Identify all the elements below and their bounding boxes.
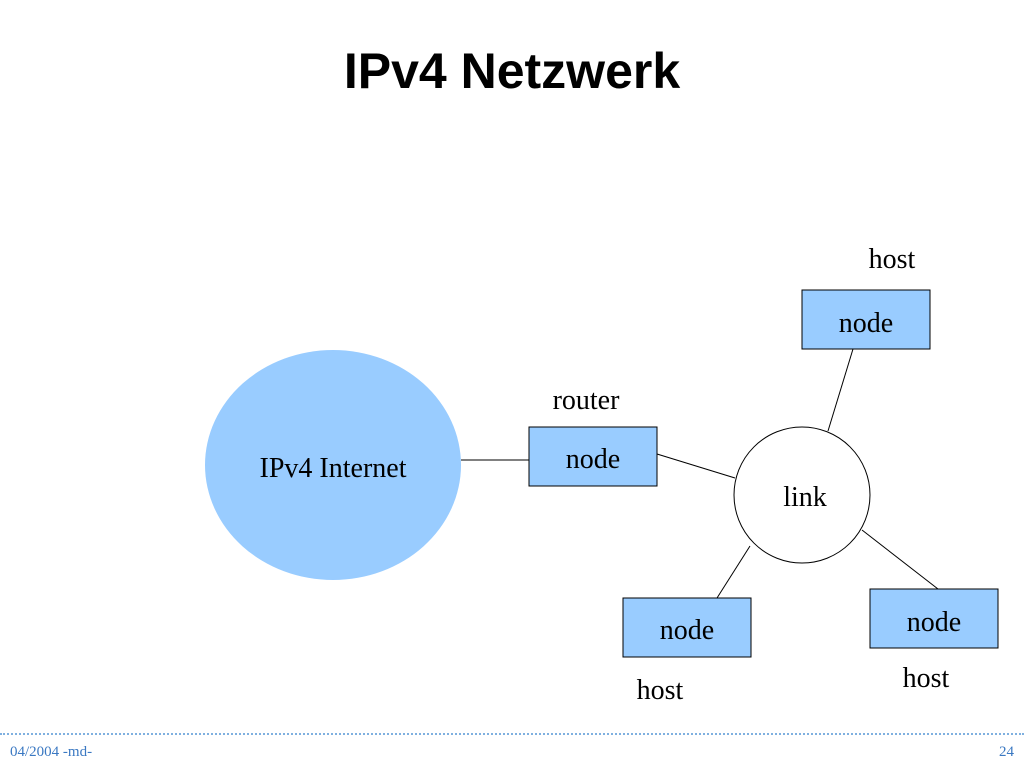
footer-date: 04/2004 -md- xyxy=(10,744,93,760)
host-bottom-left-node-box xyxy=(622,597,752,658)
host-bottom-right-role-label: host xyxy=(903,663,950,694)
host-top-role-label: host xyxy=(869,244,916,275)
slide-title: IPv4 Netzwerk xyxy=(343,43,681,99)
connector-link-host-bottom-left xyxy=(716,545,751,599)
host-bottom-left-node-label: node xyxy=(660,615,714,646)
connector-link-host-top xyxy=(827,348,854,432)
host-bottom-left-role-label: host xyxy=(637,675,684,706)
router-role-label: router xyxy=(553,385,621,416)
internet-label: IPv4 Internet xyxy=(260,453,407,484)
host-top-node-label: node xyxy=(839,308,893,339)
footer-divider xyxy=(0,733,1024,735)
connector-link-host-bottom-right xyxy=(861,529,939,590)
router-node-box xyxy=(528,426,658,487)
host-top-node-box xyxy=(801,289,931,350)
link-circle xyxy=(733,426,871,564)
router-node-label: node xyxy=(566,444,620,475)
host-bottom-right-node-label: node xyxy=(907,607,961,638)
host-bottom-right-node-box xyxy=(869,588,999,649)
internet-cloud xyxy=(205,350,461,580)
connector-router-link xyxy=(656,453,736,479)
link-label: link xyxy=(783,482,827,513)
footer-page-number: 24 xyxy=(999,744,1014,760)
